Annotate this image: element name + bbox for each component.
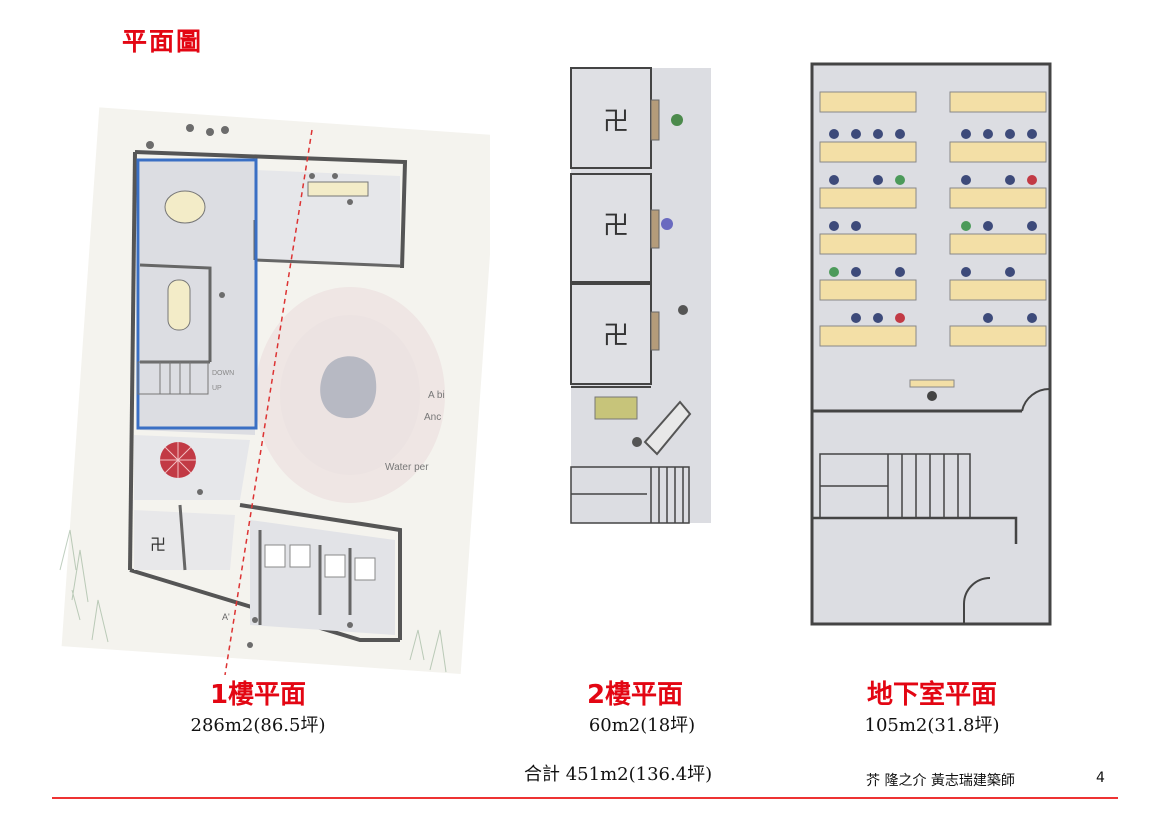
a-bi-label: A bi	[428, 390, 445, 401]
plan-2f-title: 2樓平面	[586, 680, 684, 710]
plan-1f-area: 286m2(86.5坪)	[190, 715, 326, 736]
footer-rule	[52, 797, 1118, 799]
plan-1f-title: 1樓平面	[209, 680, 307, 710]
first-floor-plan: 卍 DOWN UP A bi Anc Water per A'	[59, 107, 490, 675]
plan-2f-area: 60m2(18坪)	[588, 715, 696, 736]
basement-plan	[808, 46, 1056, 627]
svg-text:卍: 卍	[603, 210, 629, 240]
section-label: A'	[222, 612, 230, 622]
page-number: 4	[1096, 770, 1105, 786]
down-label: DOWN	[212, 370, 234, 377]
plan-basement-title: 地下室平面	[866, 680, 997, 710]
second-floor-plan: 卍 卍 卍	[567, 64, 715, 525]
svg-text:卍: 卍	[603, 320, 629, 350]
total-area: 合計 451m2(136.4坪)	[524, 764, 713, 785]
up-label: UP	[212, 385, 222, 392]
svg-text:卍: 卍	[603, 106, 629, 136]
page-title: 平面圖	[122, 27, 204, 56]
anc-label: Anc	[424, 412, 441, 423]
svg-text:卍: 卍	[150, 536, 166, 554]
plan-basement-area: 105m2(31.8坪)	[864, 715, 1000, 736]
footer-authors: 芥 隆之介 黃志瑞建築師	[866, 773, 1015, 789]
water-label: Water per	[385, 462, 429, 473]
